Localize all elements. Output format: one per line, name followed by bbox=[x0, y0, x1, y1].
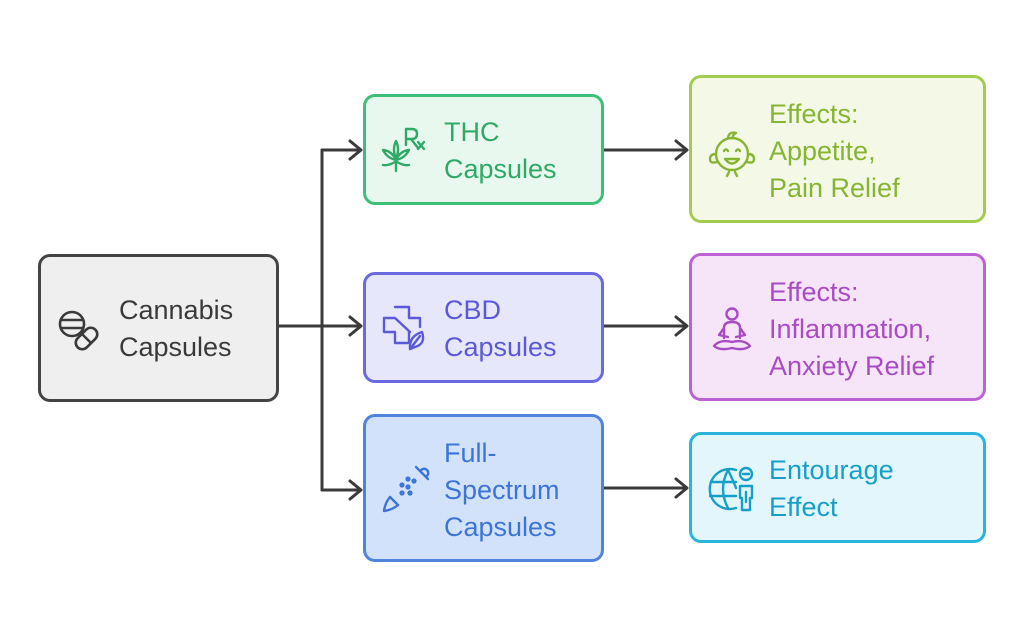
thc-label-line-2: Capsules bbox=[444, 154, 557, 184]
cbd-label: CBD Capsules bbox=[444, 292, 557, 366]
full-spectrum-capsules-node: Full- Spectrum Capsules bbox=[363, 414, 604, 562]
effects-2-label: Effects: Inflammation, Anxiety Relief bbox=[769, 274, 934, 385]
entourage-effect-node: Entourage Effect bbox=[689, 432, 986, 543]
rx-cannabis-leaf-icon bbox=[381, 127, 426, 173]
arrowhead-entourage bbox=[674, 477, 689, 499]
appetite-pain-relief-node: Effects: Appetite, Pain Relief bbox=[689, 75, 986, 223]
cbd-capsules-node: CBD Capsules bbox=[363, 272, 604, 383]
effects-2-label-line-1: Effects: bbox=[769, 277, 859, 307]
cannabis-capsules-node: Cannabis Capsules bbox=[38, 254, 279, 402]
arrowhead-appetite bbox=[674, 139, 689, 161]
inflammation-anxiety-relief-node: Effects: Inflammation, Anxiety Relief bbox=[689, 253, 986, 401]
root-label: Cannabis Capsules bbox=[119, 292, 233, 366]
cbd-label-line-1: CBD bbox=[444, 295, 502, 325]
effects-1-label-line-1: Effects: bbox=[769, 99, 859, 129]
globe-person-icon bbox=[708, 466, 754, 512]
root-label-line-1: Cannabis bbox=[119, 295, 234, 325]
thc-label-line-1: THC bbox=[444, 117, 500, 147]
effects-1-label: Effects: Appetite, Pain Relief bbox=[769, 96, 900, 207]
thc-capsules-node: THC Capsules bbox=[363, 94, 604, 205]
pills-icon bbox=[58, 310, 99, 351]
dropper-icon bbox=[382, 465, 430, 513]
full-spectrum-label-line-3: Capsules bbox=[444, 512, 557, 542]
effects-1-label-line-2: Appetite, bbox=[769, 136, 876, 166]
full-spectrum-label-line-2: Spectrum bbox=[444, 475, 560, 505]
effects-2-label-line-2: Inflammation, bbox=[769, 314, 932, 344]
arrowhead-cbd bbox=[348, 315, 363, 337]
effects-1-label-line-3: Pain Relief bbox=[769, 173, 900, 203]
root-to-types-connector bbox=[276, 139, 363, 501]
types-to-effects-connector bbox=[602, 139, 689, 499]
effects-3-label: Entourage Effect bbox=[769, 452, 894, 526]
medical-cross-leaf-icon bbox=[382, 305, 425, 351]
effects-2-label-line-3: Anxiety Relief bbox=[769, 351, 935, 381]
root-label-line-2: Capsules bbox=[119, 332, 232, 362]
cbd-label-line-2: Capsules bbox=[444, 332, 557, 362]
thc-label: THC Capsules bbox=[444, 114, 557, 188]
arrowhead-inflammation bbox=[674, 315, 689, 337]
meditation-icon bbox=[712, 307, 752, 351]
happy-baby-face-icon bbox=[708, 131, 756, 178]
full-spectrum-label-line-1: Full- bbox=[444, 438, 497, 468]
full-spectrum-label: Full- Spectrum Capsules bbox=[444, 435, 560, 546]
arrowhead-full-spectrum bbox=[348, 479, 363, 501]
effects-3-label-line-2: Effect bbox=[769, 492, 838, 522]
arrowhead-thc bbox=[348, 139, 363, 161]
effects-3-label-line-1: Entourage bbox=[769, 455, 894, 485]
